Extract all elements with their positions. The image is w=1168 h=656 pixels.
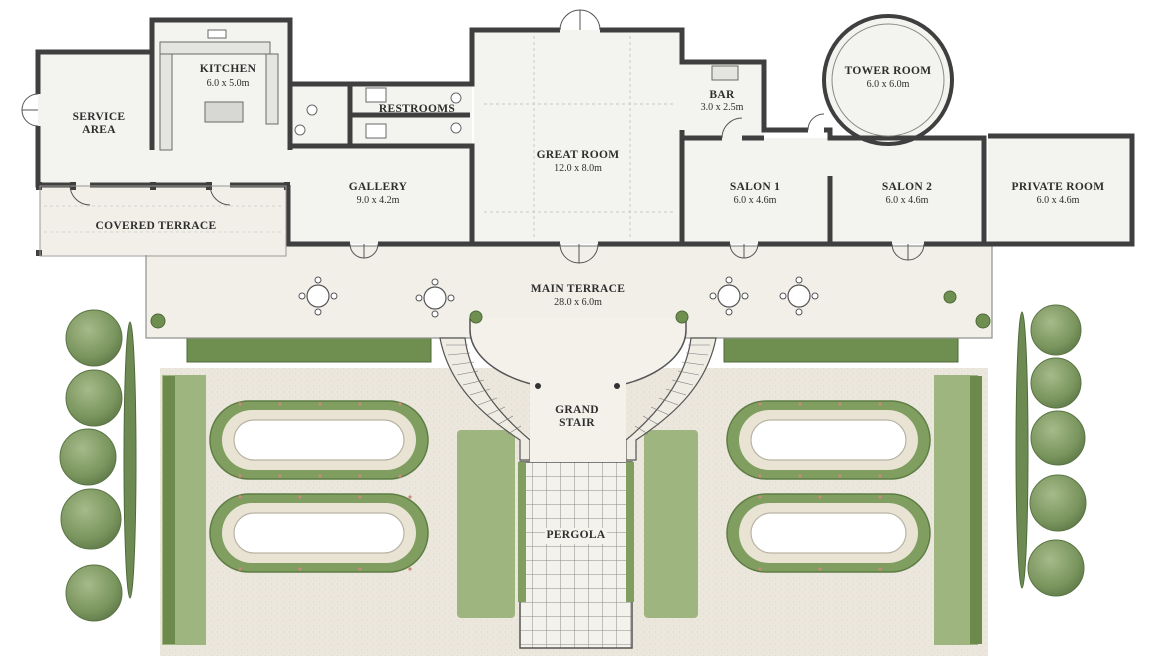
- tree: [1030, 357, 1082, 409]
- pergola-label: PERGOLA: [547, 529, 606, 541]
- walls: [35, 17, 1135, 247]
- covered-terrace-label: COVERED TERRACE: [96, 220, 217, 232]
- planter: [150, 313, 166, 329]
- main-terrace-label: MAIN TERRACE: [531, 283, 625, 295]
- kitchen-counter: [159, 53, 173, 151]
- doors: [21, 9, 925, 264]
- grand-stair: [439, 337, 717, 462]
- salon-1-label: SALON 1: [730, 181, 780, 193]
- trees-right: [1015, 304, 1087, 597]
- hedge-left-edge: [163, 376, 175, 644]
- tree: [59, 428, 117, 486]
- grand-stair-label: GRAND: [555, 404, 599, 416]
- main-terrace: [145, 245, 993, 391]
- planter: [975, 313, 991, 329]
- banquet-oval-bottom-left: [209, 493, 429, 573]
- terrace-table: [415, 278, 455, 318]
- service-area-label: SERVICE: [73, 111, 126, 123]
- tree: [65, 309, 123, 367]
- gallery-label: GALLERY: [349, 181, 408, 193]
- tree: [1029, 474, 1087, 532]
- salon-1-dims: 6.0 x 4.6m: [734, 195, 777, 206]
- toilet: [450, 122, 462, 134]
- kitchen-counter: [159, 41, 271, 55]
- terrace-table: [298, 276, 338, 316]
- hedge-upper-right: [723, 335, 959, 363]
- tower-room-walls: [822, 14, 954, 146]
- banquet-oval-top-left: [209, 400, 429, 480]
- banquet-oval-top-right: [726, 400, 931, 480]
- building-floors: [38, 18, 1132, 255]
- tree: [1030, 304, 1082, 356]
- planter: [943, 290, 957, 304]
- private-room-dims: 6.0 x 4.6m: [1037, 195, 1080, 206]
- covered-terrace-edge: [39, 185, 287, 257]
- interior-details: [44, 29, 739, 240]
- restrooms-label: RESTROOMS: [379, 103, 455, 115]
- tree: [1027, 539, 1085, 597]
- kitchen-label: KITCHEN: [200, 63, 257, 75]
- tree: [65, 369, 123, 427]
- tree: [60, 488, 122, 550]
- hedge-upper-left: [186, 335, 432, 363]
- kitchen-island: [204, 101, 244, 123]
- terrace-table: [779, 276, 819, 316]
- service-area-label-line2: AREA: [82, 124, 116, 136]
- great-room-dims: 12.0 x 8.0m: [554, 163, 602, 174]
- private-room-label: PRIVATE ROOM: [1012, 181, 1105, 193]
- toilet: [450, 92, 462, 104]
- hedge-right-edge: [970, 376, 982, 644]
- tree: [1030, 410, 1086, 466]
- toilet: [294, 124, 306, 136]
- toilet: [306, 104, 318, 116]
- lawn-right-center: [644, 430, 698, 618]
- cypress-tree: [123, 321, 137, 599]
- gallery-dims: 9.0 x 4.2m: [357, 195, 400, 206]
- tree: [65, 564, 123, 622]
- main-terrace-dims: 28.0 x 6.0m: [554, 297, 602, 308]
- planter: [675, 310, 689, 324]
- lawn-left-center: [457, 430, 515, 618]
- kitchen-dims: 6.0 x 5.0m: [207, 78, 250, 89]
- banquet-oval-bottom-right: [726, 493, 931, 573]
- tower-room-label: TOWER ROOM: [845, 65, 932, 77]
- kitchen-counter: [265, 53, 279, 125]
- tower-room-dims: 6.0 x 6.0m: [867, 79, 910, 90]
- grand-stair-label-line2: STAIR: [559, 417, 595, 429]
- pergola: [518, 461, 634, 649]
- banquet-tables: [209, 400, 931, 573]
- trees-left: [59, 309, 137, 622]
- cypress-tree: [1015, 311, 1029, 589]
- bar-label: BAR: [709, 89, 735, 101]
- great-room-label: GREAT ROOM: [537, 149, 620, 161]
- terrace-table: [709, 276, 749, 316]
- salon-2-label: SALON 2: [882, 181, 932, 193]
- salon-2-dims: 6.0 x 4.6m: [886, 195, 929, 206]
- room-labels: SERVICE AREA KITCHEN 6.0 x 5.0m RESTROOM…: [73, 63, 1105, 541]
- bar-dims: 3.0 x 2.5m: [701, 102, 744, 113]
- bar-counter: [711, 65, 739, 81]
- planter: [469, 310, 483, 324]
